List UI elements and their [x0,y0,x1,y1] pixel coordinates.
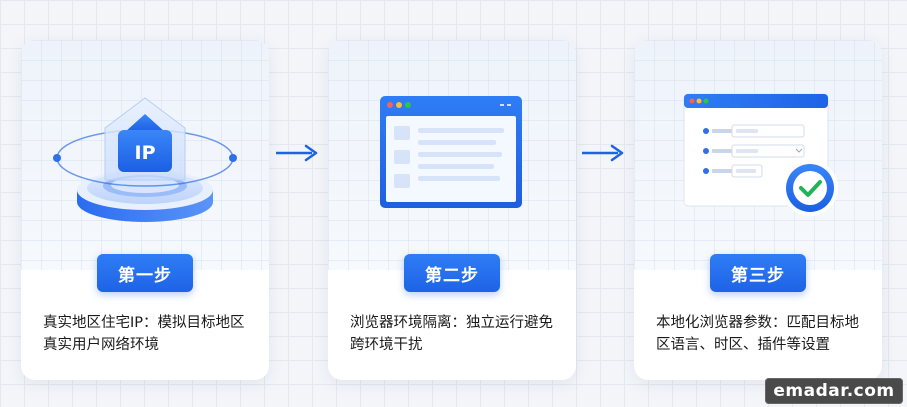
svg-text:IP: IP [135,142,156,164]
ip-house-icon: IP [53,97,237,222]
settings-check-icon [683,93,838,216]
step-card-2: 第二步 浏览器环境隔离：独立运行避免跨环境干扰 [328,40,576,380]
step-badge: 第三步 [710,254,806,292]
card-illustration-area [634,40,882,270]
card-illustration-area: IP [21,40,269,270]
step-description: 浏览器环境隔离：独立运行避免跨环境干扰 [350,315,553,353]
watermark: emadar.com [765,378,903,404]
step-badge: 第二步 [404,254,500,292]
arrow-right-icon [276,144,318,162]
step-badge: 第一步 [97,254,193,292]
step-description: 本地化浏览器参数：匹配目标地区语言、时区、插件等设置 [656,315,859,353]
browser-window-icon [380,96,522,208]
step-description: 真实地区住宅IP：模拟目标地区真实用户网络环境 [43,315,245,353]
step-card-1: IP 第一步 真实地区住宅IP：模拟目标地区真实用户网络环境 [21,40,269,380]
arrow-right-icon [582,144,624,162]
step-card-3: 第三步 本地化浏览器参数：匹配目标地区语言、时区、插件等设置 [634,40,882,380]
card-illustration-area [328,40,576,270]
